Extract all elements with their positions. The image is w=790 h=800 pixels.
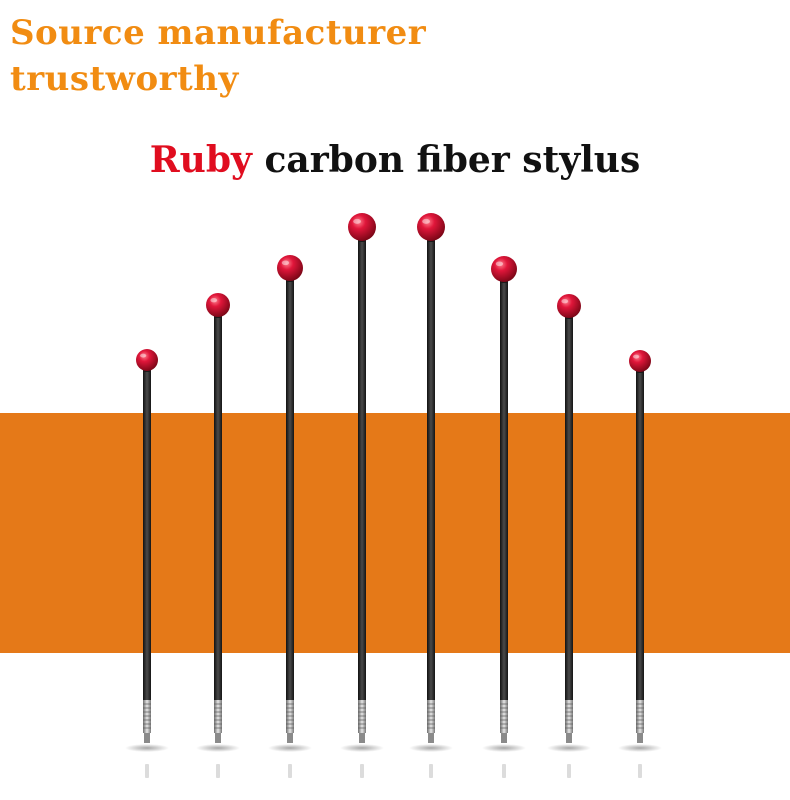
stylus-shadow — [482, 744, 526, 752]
stylus-5 — [409, 213, 453, 778]
stylus-thread-tip — [501, 733, 507, 743]
stylus-7 — [547, 294, 591, 778]
ruby-ball — [136, 349, 158, 371]
stylus-thread — [358, 700, 366, 733]
ruby-ball — [557, 294, 581, 318]
stylus-shaft — [427, 239, 435, 700]
stylus-shaft — [286, 279, 294, 700]
stylus-reflection — [145, 764, 149, 778]
stylus-thread-tip — [287, 733, 293, 743]
stylus-shadow — [547, 744, 591, 752]
ruby-ball — [629, 350, 651, 372]
stylus-thread — [143, 700, 151, 733]
stylus-shadow — [196, 744, 240, 752]
stylus-6 — [482, 256, 526, 778]
stylus-reflection — [288, 764, 292, 778]
stylus-shaft — [565, 316, 573, 700]
stylus-3 — [268, 255, 312, 778]
stylus-thread-tip — [359, 733, 365, 743]
stylus-thread-tip — [637, 733, 643, 743]
subtitle-accent-word: Ruby — [149, 139, 252, 181]
stylus-thread-tip — [215, 733, 221, 743]
ruby-highlight — [353, 218, 362, 224]
headline: Source manufacturer trustworthy — [10, 10, 570, 102]
ruby-highlight — [281, 260, 290, 266]
orange-band — [0, 413, 790, 653]
ruby-ball — [206, 293, 230, 317]
stylus-2 — [196, 293, 240, 778]
stylus-shadow — [125, 744, 169, 752]
stylus-reflection — [567, 764, 571, 778]
stylus-shaft — [500, 280, 508, 700]
ruby-highlight — [633, 354, 640, 359]
stylus-reflection — [216, 764, 220, 778]
stylus-reflection — [429, 764, 433, 778]
ruby-highlight — [561, 299, 569, 304]
ruby-highlight — [210, 298, 218, 303]
stylus-shaft — [636, 370, 644, 700]
ruby-highlight — [495, 261, 504, 267]
stylus-thread — [214, 700, 222, 733]
ruby-ball — [417, 213, 445, 241]
stylus-1 — [125, 349, 169, 778]
ruby-highlight — [140, 353, 147, 358]
stylus-thread-tip — [144, 733, 150, 743]
stylus-thread — [500, 700, 508, 733]
stylus-shadow — [340, 744, 384, 752]
headline-line-2: trustworthy — [10, 59, 239, 99]
stylus-reflection — [502, 764, 506, 778]
stylus-thread — [636, 700, 644, 733]
ruby-highlight — [422, 218, 431, 224]
ruby-ball — [491, 256, 517, 282]
stylus-thread-tip — [566, 733, 572, 743]
stylus-shaft — [143, 369, 151, 700]
stylus-shaft — [358, 239, 366, 700]
headline-line-1: Source manufacturer — [10, 13, 427, 53]
stylus-8 — [618, 350, 662, 778]
stylus-thread — [427, 700, 435, 733]
stylus-reflection — [638, 764, 642, 778]
stylus-thread — [286, 700, 294, 733]
stylus-4 — [340, 213, 384, 778]
subtitle: Ruby carbon fiber stylus — [0, 138, 790, 182]
stylus-thread — [565, 700, 573, 733]
stylus-shadow — [409, 744, 453, 752]
ruby-ball — [277, 255, 303, 281]
stylus-shadow — [268, 744, 312, 752]
stylus-thread-tip — [428, 733, 434, 743]
stylus-shaft — [214, 315, 222, 700]
stylus-shadow — [618, 744, 662, 752]
stylus-reflection — [360, 764, 364, 778]
ruby-ball — [348, 213, 376, 241]
subtitle-rest: carbon fiber stylus — [251, 139, 641, 181]
